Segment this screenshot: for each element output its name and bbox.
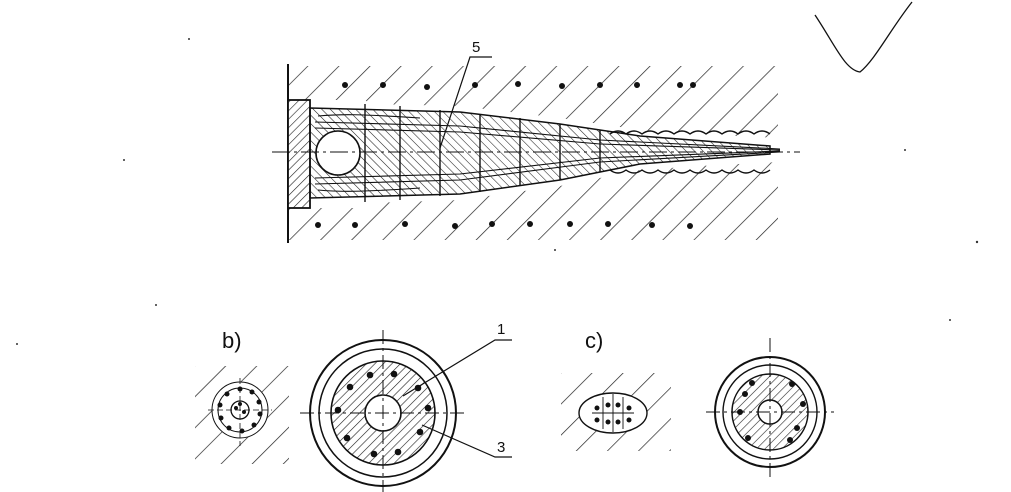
leader-part-5 [439,56,492,149]
stray-mark [814,1,913,73]
label-part-5: 5 [472,39,480,56]
leader-part-1 [402,339,512,397]
tendon-wires [314,114,781,192]
end-cap [315,130,361,176]
leader-part-3 [421,424,512,458]
label-part-3: 3 [497,439,505,456]
label-part-1: 1 [497,321,505,338]
grout-boundary-top [609,130,771,135]
section-c-small [561,373,671,451]
scan-specks [16,38,979,345]
label-section-b: b) [222,328,242,353]
section-b-large [300,330,512,492]
longitudinal-section: 5 [272,39,800,243]
section-b-small [195,366,289,464]
anchor-head-plate [287,99,311,209]
grout-boundary-bottom [609,169,771,174]
section-c-large [706,338,834,480]
label-section-c: c) [585,328,603,353]
aggregate-dots-top [315,81,696,229]
